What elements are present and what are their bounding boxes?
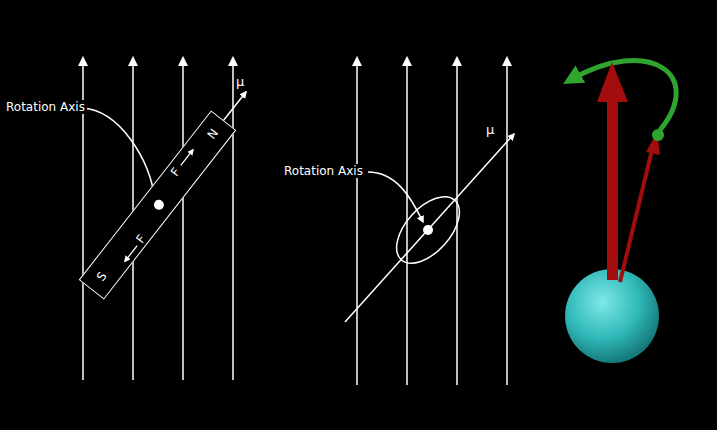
force-label: F	[168, 166, 182, 179]
tilted-moment-arrow	[620, 132, 660, 282]
current-loop	[385, 186, 471, 275]
precession-arrow	[570, 61, 676, 130]
pole-letter: N	[205, 127, 220, 141]
moment-label-text: μ	[484, 122, 496, 137]
moment-label: μ	[234, 74, 246, 89]
rotation-axis-dot	[423, 225, 433, 235]
spin-axis-arrow	[597, 62, 628, 280]
leader-line	[82, 108, 155, 200]
force-arrow	[180, 150, 192, 166]
moment-label: μ	[484, 122, 496, 137]
leader-line	[368, 172, 423, 222]
moment-arrow	[345, 134, 514, 322]
field-lines-middle	[357, 58, 507, 385]
axis-label: Rotation Axis	[4, 100, 87, 114]
rotation-axis-dot	[151, 198, 165, 212]
axis-label-text: Rotation Axis	[4, 100, 87, 114]
pole-letter: S	[94, 270, 108, 283]
bar-magnet: N F F S	[78, 110, 236, 299]
axis-label-text: Rotation Axis	[282, 164, 365, 178]
precession-dot	[652, 129, 664, 141]
moment-label-text: μ	[234, 74, 246, 89]
axis-label: Rotation Axis	[282, 164, 365, 178]
moment-arrow	[223, 92, 246, 121]
force-arrow	[124, 246, 136, 262]
force-label: F	[134, 233, 148, 246]
sphere	[565, 269, 659, 363]
